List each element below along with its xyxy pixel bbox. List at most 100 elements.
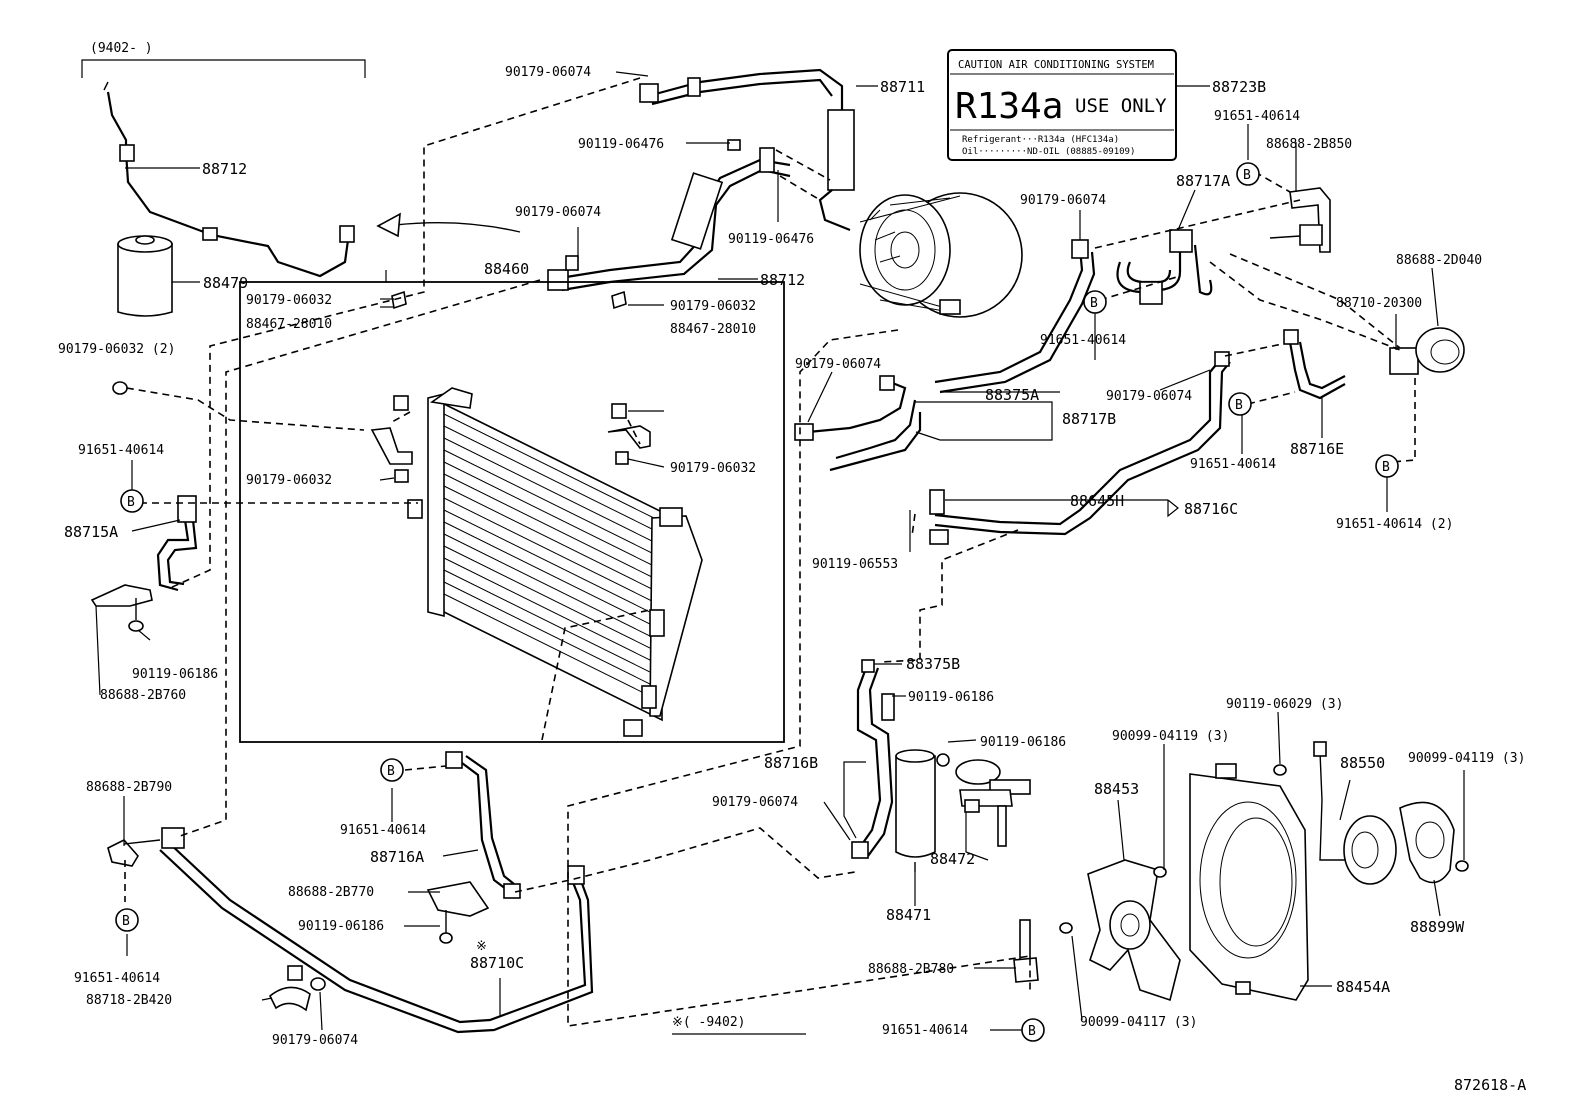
bolt-b-2: B [1083, 290, 1107, 314]
cover-88899W [1399, 801, 1455, 884]
bracket-88688-2B790 [107, 839, 161, 867]
hose-88712-center [547, 139, 791, 292]
part-label: 88688-2B760 [100, 688, 186, 703]
bolt-b-1: B [1236, 162, 1260, 186]
part-label: 88688-2B780 [868, 962, 954, 977]
part-label: 90119-06476 [728, 232, 814, 247]
part-label: 91651-40614 [78, 443, 164, 458]
condenser-box [239, 281, 785, 743]
bolt-b-6: B [380, 758, 404, 782]
part-label: 90099-04119 (3) [1408, 751, 1525, 766]
part-label: 90179-06032 [246, 473, 332, 488]
part-label: 88716B [764, 754, 818, 772]
svg-text:B: B [387, 764, 395, 779]
hose-88717B [794, 375, 922, 472]
direction-arrow-line [394, 221, 521, 233]
bolt-b-5: B [120, 489, 144, 513]
part-label: 90179-06032 [246, 293, 332, 308]
dryer-88471 [895, 749, 936, 872]
bracket-88472 [936, 753, 1031, 847]
part-label: 90179-06032 (2) [58, 342, 175, 357]
hose-88716A [426, 751, 521, 944]
part-label: 90179-06032 [670, 299, 756, 314]
fan-bolts [1059, 764, 1469, 934]
part-label: 88710C [470, 954, 524, 972]
svg-text:B: B [127, 495, 135, 510]
part-label: 90119-06186 [298, 919, 384, 934]
part-label: 91651-40614 [1190, 457, 1276, 472]
part-label: 88716A [370, 848, 424, 866]
part-label: 88716E [1290, 440, 1344, 458]
caution-line1: Refrigerant···R134a (HFC134a) [962, 135, 1119, 145]
bottom-note: ※( -9402) [672, 1015, 806, 1035]
part-label: 88375A [985, 386, 1039, 404]
part-label: 88899W [1410, 918, 1465, 936]
hose-88712-left [103, 81, 355, 278]
part-label: 90179-06032 [670, 461, 756, 476]
svg-text:B: B [1235, 398, 1243, 413]
part-label: 88688-2B850 [1266, 137, 1352, 152]
part-label: 88454A [1336, 978, 1390, 996]
part-label: 91651-40614 [882, 1023, 968, 1038]
part-label: 88467-28010 [246, 317, 332, 332]
part-label: 90179-06074 [712, 795, 798, 810]
part-label: 88712 [202, 160, 247, 178]
part-label: 88460 [484, 260, 529, 278]
fan-88453 [1087, 859, 1181, 1002]
part-label: 91651-40614 [340, 823, 426, 838]
part-label: 88717B [1062, 410, 1116, 428]
part-label: 88723B [1212, 78, 1266, 96]
part-label: 88467-28010 [670, 322, 756, 337]
part-label: 90119-06553 [812, 557, 898, 572]
caution-header: CAUTION AIR CONDITIONING SYSTEM [958, 59, 1154, 71]
svg-text:B: B [122, 914, 130, 929]
top-left-bracket: (9402- ) [81, 41, 366, 78]
pipe-88710C [159, 827, 594, 1034]
brackets-right [1269, 187, 1465, 375]
part-label: 88688-2D040 [1396, 253, 1482, 268]
part-label: 90119-06186 [980, 735, 1066, 750]
hose-88711 [639, 68, 855, 232]
bracket-label: (9402- ) [90, 41, 153, 56]
part-label: 91651-40614 [1214, 109, 1300, 124]
bolt-symbols: B B B B B B B B [115, 162, 1399, 1042]
direction-arrow-head [376, 212, 401, 238]
part-label: 88711 [880, 78, 925, 96]
part-labels: 88712 88479 90179-06032 (2) 90179-06074 … [58, 65, 1525, 1048]
bolt-b-8: B [1021, 1018, 1045, 1042]
part-label: 88472 [930, 850, 975, 868]
part-label: 91651-40614 (2) [1336, 517, 1453, 532]
hose-88716E [1283, 329, 1346, 400]
hose-88716B [851, 659, 895, 859]
shroud-88454A [1189, 763, 1309, 1001]
part-label: 90179-06074 [1106, 389, 1192, 404]
part-label: 90099-04117 (3) [1080, 1015, 1197, 1030]
part-label: 90179-06074 [1020, 193, 1106, 208]
part-label: 90099-04119 (3) [1112, 729, 1229, 744]
part-label: 90119-06186 [132, 667, 218, 682]
part-label: 90179-06074 [795, 357, 881, 372]
part-label: 88712 [760, 271, 805, 289]
caution-big: R134a [955, 86, 1063, 127]
condenser-88460 [407, 387, 703, 737]
part-label: 88718-2B420 [86, 993, 172, 1008]
part-label: 88716C [1184, 500, 1238, 518]
svg-text:B: B [1243, 168, 1251, 183]
nut-90179-06032 [112, 381, 128, 395]
svg-text:B: B [1382, 460, 1390, 475]
part-label: 90179-06074 [272, 1033, 358, 1048]
part-label: 90179-06074 [515, 205, 601, 220]
part-label: 90119-06476 [578, 137, 664, 152]
part-label: 88471 [886, 906, 931, 924]
asterisk-mark: ※ [476, 939, 487, 954]
part-label: 90119-06029 (3) [1226, 697, 1343, 712]
part-label: 90119-06186 [908, 690, 994, 705]
svg-text:B: B [1090, 296, 1098, 311]
can-88479 [117, 235, 173, 317]
clamp-88718-2B420 [268, 965, 326, 1012]
bottom-note-text: ※( -9402) [672, 1015, 746, 1030]
bolt-b-3: B [1228, 392, 1252, 416]
part-label: 88375B [906, 655, 960, 673]
part-label: 88479 [203, 274, 248, 292]
part-label: 88453 [1094, 780, 1139, 798]
